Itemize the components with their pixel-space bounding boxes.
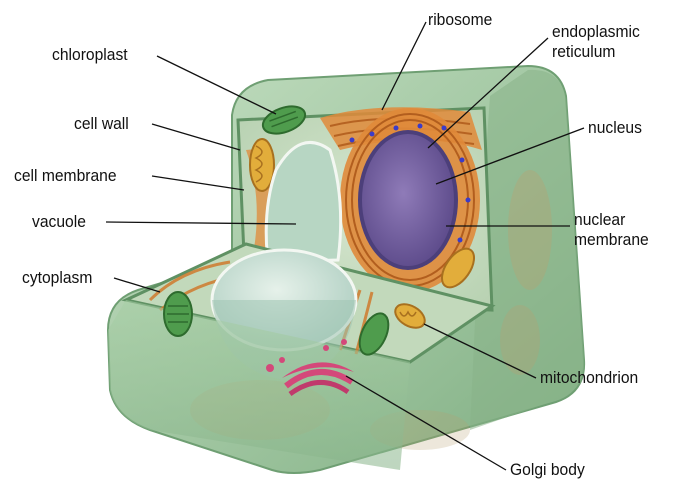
label-nuclear-membrane: nuclear membrane	[574, 210, 649, 250]
label-golgi-body: Golgi body	[510, 460, 585, 480]
label-mitochondrion: mitochondrion	[540, 368, 638, 388]
label-cytoplasm: cytoplasm	[22, 268, 92, 288]
label-chloroplast: chloroplast	[52, 45, 128, 65]
nucleus-shape	[362, 134, 454, 266]
label-endoplasmic-reticulum: endoplasmic reticulum	[552, 22, 640, 62]
label-cell-wall: cell wall	[74, 114, 129, 134]
label-ribosome: ribosome	[428, 10, 492, 30]
label-endoplasmic-reticulum-line2: reticulum	[552, 42, 640, 62]
label-nucleus: nucleus	[588, 118, 642, 138]
label-endoplasmic-reticulum-line1: endoplasmic	[552, 22, 640, 42]
label-nuclear-membrane-line1: nuclear	[574, 210, 649, 230]
label-cell-membrane: cell membrane	[14, 166, 117, 186]
label-nuclear-membrane-line2: membrane	[574, 230, 649, 250]
label-vacuole: vacuole	[32, 212, 86, 232]
